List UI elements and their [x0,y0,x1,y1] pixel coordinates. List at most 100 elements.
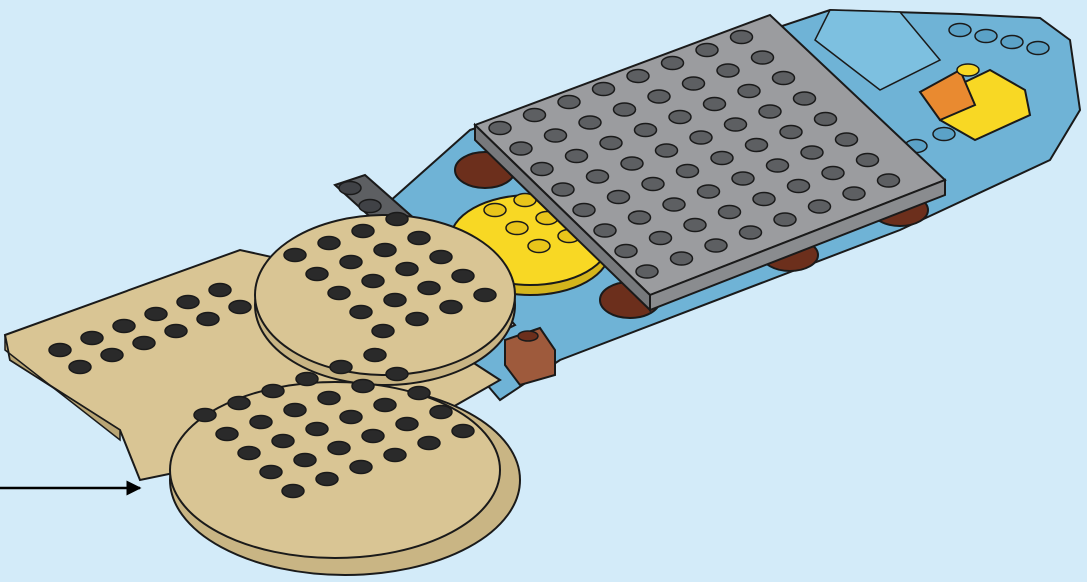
tan-stud [452,270,474,283]
tan-stud [284,249,306,262]
dark-gray-stud [359,200,381,213]
tan-stud [418,282,440,295]
tan-stud [418,437,440,450]
gray-stud [767,159,789,172]
gray-stud [698,185,720,198]
tan-stud [328,287,350,300]
tan-stud [197,313,219,326]
gray-stud [711,152,733,165]
tan-stud [386,368,408,381]
tan-stud [216,428,238,441]
gray-stud [753,193,775,206]
gray-stud [794,92,816,105]
gray-stud [642,178,664,191]
blue-stud [1027,42,1049,55]
gray-stud [545,129,567,142]
tan-stud [408,232,430,245]
tan-stud [362,275,384,288]
yellow-stud [484,204,506,217]
gray-stud [608,191,630,204]
blue-stud [975,30,997,43]
gray-stud [587,170,609,183]
gray-stud [683,77,705,90]
yellow-stud [528,240,550,253]
gray-stud [773,72,795,85]
tan-stud [350,306,372,319]
gray-stud [759,105,781,118]
gray-stud [629,211,651,224]
tan-stud [328,442,350,455]
tan-stud [440,301,462,314]
tan-stud [452,425,474,438]
blue-stud [1001,36,1023,49]
tan-stud [352,380,374,393]
gray-stud [780,126,802,139]
gray-stud [671,252,693,265]
tan-stud [165,325,187,338]
tan-stud [306,268,328,281]
tan-stud [386,213,408,226]
gray-stud [857,154,879,167]
gray-stud [531,163,553,176]
tan-stud [272,435,294,448]
tan-stud [364,349,386,362]
gray-stud [579,116,601,129]
gray-stud [690,131,712,144]
gray-stud [717,64,739,77]
tan-stud [430,251,452,264]
gray-stud [731,31,753,44]
gray-stud [594,224,616,237]
gray-stud [600,137,622,150]
gray-stud [788,180,810,193]
gray-stud [663,198,685,211]
tan-stud [318,237,340,250]
tan-stud [306,423,328,436]
tan-stud [372,325,394,338]
yellow-stud [506,222,528,235]
gray-stud [752,51,774,64]
gray-stud [696,44,718,57]
gray-stud [614,103,636,116]
tan-stud [406,313,428,326]
gray-stud [740,226,762,239]
gray-stud [725,118,747,131]
gray-stud [738,85,760,98]
tan-stud [284,404,306,417]
dark-gray-stud [339,182,361,195]
gray-stud [822,167,844,180]
gray-stud [636,265,658,278]
tan-stud [430,406,452,419]
tan-stud [69,361,91,374]
blue-stud [949,24,971,37]
gray-stud [524,109,546,122]
tan-stud [282,485,304,498]
gray-stud [684,219,706,232]
tan-stud [374,244,396,257]
tan-stud [396,418,418,431]
tan-stud [250,416,272,429]
tan-stud [194,409,216,422]
tan-stud [316,473,338,486]
gray-stud [746,139,768,152]
gray-stud [705,239,727,252]
tan-stud [177,296,199,309]
gray-stud [677,165,699,178]
tan-stud [374,399,396,412]
tan-stud [296,373,318,386]
tan-stud [318,392,340,405]
tan-stud [362,430,384,443]
gray-stud [878,174,900,187]
tan-stud [396,263,418,276]
blue-stud [933,128,955,141]
tan-stud [238,447,260,460]
tan-stud [49,344,71,357]
tan-stud [350,461,372,474]
tan-stud [474,289,496,302]
tan-stud [81,332,103,345]
gray-stud [635,124,657,137]
tan-stud [113,320,135,333]
tan-stud [260,466,282,479]
tan-stud [262,385,284,398]
gray-stud [489,122,511,135]
